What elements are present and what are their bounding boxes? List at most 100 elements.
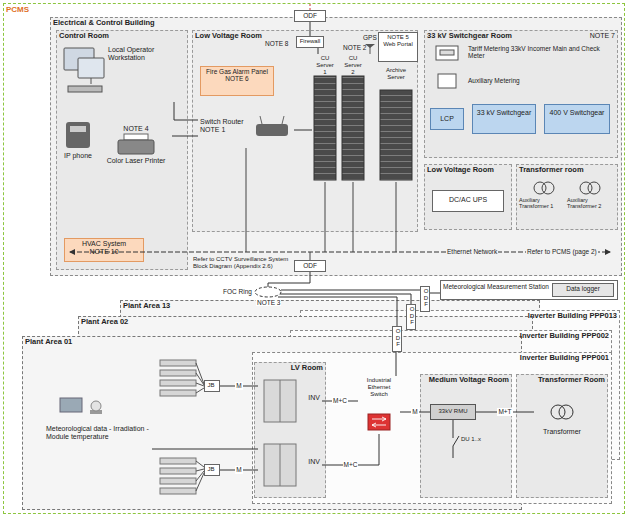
pv-strings (160, 360, 204, 494)
note-label: Refer to CCTV Surveillance System Block … (192, 256, 292, 270)
edge-label-box: M+T (497, 408, 512, 415)
uplink-line (310, 2, 311, 10)
foc-ring (255, 272, 420, 326)
node-label: ODF (423, 288, 429, 308)
connector (396, 352, 397, 376)
node-label: 400 V Switchgear (547, 109, 607, 117)
switch-icon (368, 414, 390, 430)
room-outline: Low Voltage RoomDC/AC UPS (424, 164, 512, 230)
gps-antenna (365, 44, 375, 54)
node-label: Auxiliary Metering (468, 77, 564, 84)
printer-icon (118, 134, 154, 154)
node-label: Transformer (536, 428, 588, 436)
device-node: Transformer (534, 398, 590, 442)
inverter-building: Inverter Building PPP001ODFLV RoomINVINV… (252, 352, 612, 504)
node-label: Fire Gas Alarm Panel (203, 68, 271, 75)
node-label: Electrical & Control Building (53, 19, 619, 28)
node-label: Data logger (555, 285, 611, 292)
panel-box: Fire Gas Alarm PanelNOTE 6 (200, 66, 274, 96)
edge-label: M (411, 408, 418, 415)
equipment-box: 33kV RMU (430, 404, 476, 420)
node-label: DC/AC UPS (435, 196, 501, 204)
equipment-box: JB (204, 464, 220, 476)
equipment-box: ODF (406, 304, 416, 330)
node-label: INV (302, 394, 320, 402)
node-label: INV (302, 458, 320, 466)
equipment-box: JB (204, 380, 220, 392)
node-label: Medium Voltage Room (423, 376, 509, 385)
device-node: Switch RouterNOTE 1 (198, 112, 294, 148)
edge-label-box: M (235, 466, 242, 473)
label-text: NOTE 8 (264, 40, 289, 47)
server-rack (380, 90, 412, 180)
node-label: 33 kV Switchgear Room (427, 32, 512, 41)
phone-icon (66, 122, 90, 148)
connector (152, 449, 258, 450)
edge-label: M+T (497, 408, 512, 415)
node-label: ODF (409, 306, 415, 326)
node-label: Transformer Room (519, 376, 605, 385)
note-label: Auxiliary Transformer 1 (518, 197, 564, 210)
node-label: 33kV RMU (433, 408, 473, 415)
room-outline: Transformer RoomTransformer (516, 374, 608, 498)
equipment-box: DC/AC UPS (432, 190, 504, 212)
node-label: Meteorological Measurement Station (443, 283, 549, 290)
edge-label: M (235, 466, 242, 473)
meter-icons (436, 46, 458, 88)
node-label: 33 kV Switchgear (475, 109, 533, 117)
router-icon (256, 116, 288, 136)
node-label: NOTE 4 (102, 125, 170, 133)
device-node: Meteorological data - Irradiation - Modu… (44, 424, 152, 458)
edge-label-box: M+C (332, 397, 348, 404)
node-label: ODF (297, 12, 323, 19)
node-label: Tariff Metering 33kV Incomer Main and Ch… (468, 45, 610, 60)
equipment-box: ODF (392, 326, 402, 352)
node-label: ODF (297, 262, 323, 269)
connector (310, 22, 311, 36)
breaker-symbol (453, 420, 459, 458)
aux-transformer-icons (534, 182, 600, 194)
node-label: CU Server 1 (314, 55, 336, 76)
node-label: Inverter Building PPP013 (303, 312, 617, 321)
edge-label-box: M (411, 408, 418, 415)
equipment-box: ODF (420, 286, 430, 312)
note-label: Auxiliary Transformer 2 (566, 197, 614, 210)
node-label: Color Laser Printer (102, 157, 170, 165)
note-label: DU 1..x (460, 436, 482, 443)
connector (174, 102, 198, 120)
connector (318, 48, 319, 54)
node-label: Local Operator Workstation (108, 46, 182, 62)
connector (430, 293, 440, 294)
node-label: Plant Area 13 (123, 302, 537, 311)
equipment-box: ODF (294, 260, 326, 272)
node-label: CU Server 2 (342, 55, 364, 76)
node-label: Low Voltage Room (427, 166, 509, 175)
equipment-box: Firewall (296, 36, 324, 48)
workstation-icon (64, 48, 104, 92)
device-node: Auxiliary Metering (466, 76, 566, 88)
label-text: FOC Ring (222, 288, 253, 295)
note-label: NOTE 3 (256, 299, 281, 306)
connector (322, 434, 379, 465)
label-text: NOTE 2 (342, 44, 367, 51)
equipment-box: Meteorological Measurement Station Data l… (440, 280, 618, 300)
node-label: NOTE 1 (200, 126, 292, 134)
node-label: NOTE 7 (590, 32, 615, 40)
node-label: ODF (395, 328, 401, 348)
node-label: IP phone (62, 152, 94, 160)
node-label: Control Room (59, 32, 185, 41)
note-label: GPS (362, 34, 378, 41)
connector (172, 136, 198, 137)
transformer-icon (551, 405, 573, 419)
node-label: Web Portal (381, 41, 415, 48)
node-label: JB (205, 382, 217, 389)
server-rack (342, 76, 364, 180)
label-text: Auxiliary Transformer 2 (566, 197, 614, 210)
edge-label-box: M (235, 382, 242, 389)
panel-box: HVAC SystemNOTE 10 (64, 238, 144, 262)
node-label: Plant Area 01 (25, 338, 519, 347)
equipment-box: ODF (294, 10, 326, 22)
node-label: HVAC System (67, 240, 141, 248)
label-text: Auxiliary Transformer 1 (518, 197, 564, 210)
